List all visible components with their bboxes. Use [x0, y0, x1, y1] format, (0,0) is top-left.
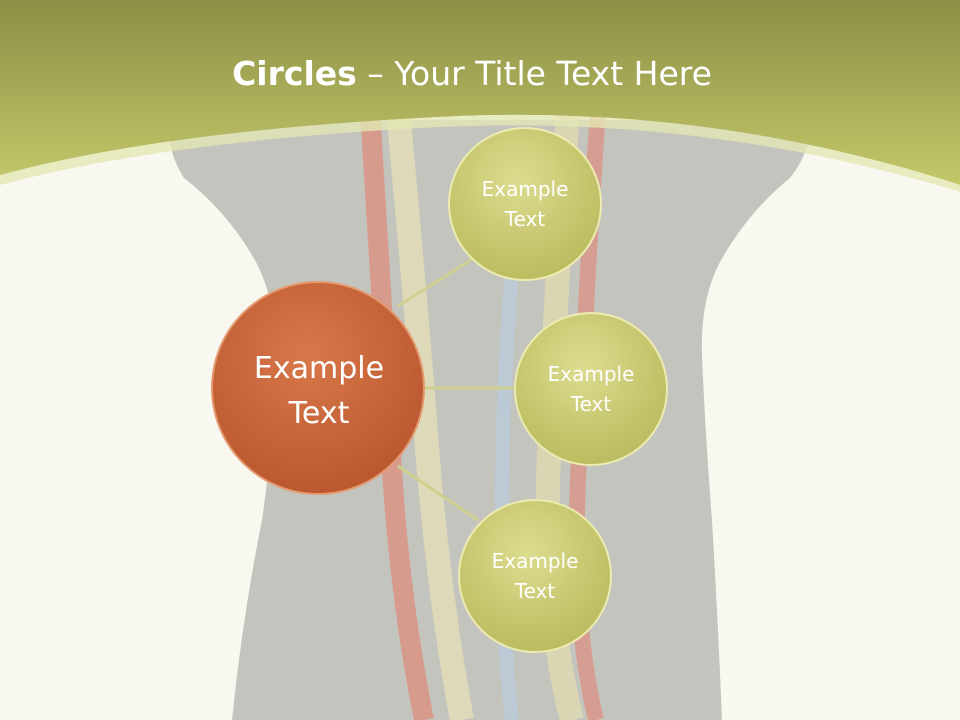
title-bold: Circles — [232, 54, 357, 93]
satellite-3-label: Example Text — [460, 546, 610, 606]
satellite-2-label: Example Text — [516, 359, 666, 419]
satellite-1-label: Example Text — [450, 174, 600, 234]
header-curve-highlight — [0, 114, 960, 192]
satellite-circle-2 — [514, 312, 668, 466]
center-circle — [211, 281, 425, 495]
center-label-line2: Text — [288, 396, 350, 431]
satellite-1-line1: Example — [481, 177, 569, 201]
header-band — [0, 0, 960, 185]
satellite-3-line1: Example — [491, 549, 579, 573]
satellite-3-line2: Text — [514, 579, 556, 603]
satellite-circle-1 — [448, 127, 602, 281]
connector-top — [397, 256, 475, 308]
satellite-2-line1: Example — [547, 362, 635, 386]
center-label-line1: Example — [253, 351, 385, 386]
center-circle-label: Example Text — [214, 346, 424, 436]
torso-silhouette — [169, 120, 811, 720]
connector-bottom — [397, 464, 479, 522]
connectors — [397, 256, 515, 522]
satellite-2-line2: Text — [570, 392, 612, 416]
satellite-1-line2: Text — [504, 207, 546, 231]
slide-title: Circles – Your Title Text Here — [0, 52, 944, 96]
satellite-circle-3 — [458, 499, 612, 653]
title-separator: – — [356, 54, 395, 93]
title-rest: Your Title Text Here — [394, 54, 712, 93]
